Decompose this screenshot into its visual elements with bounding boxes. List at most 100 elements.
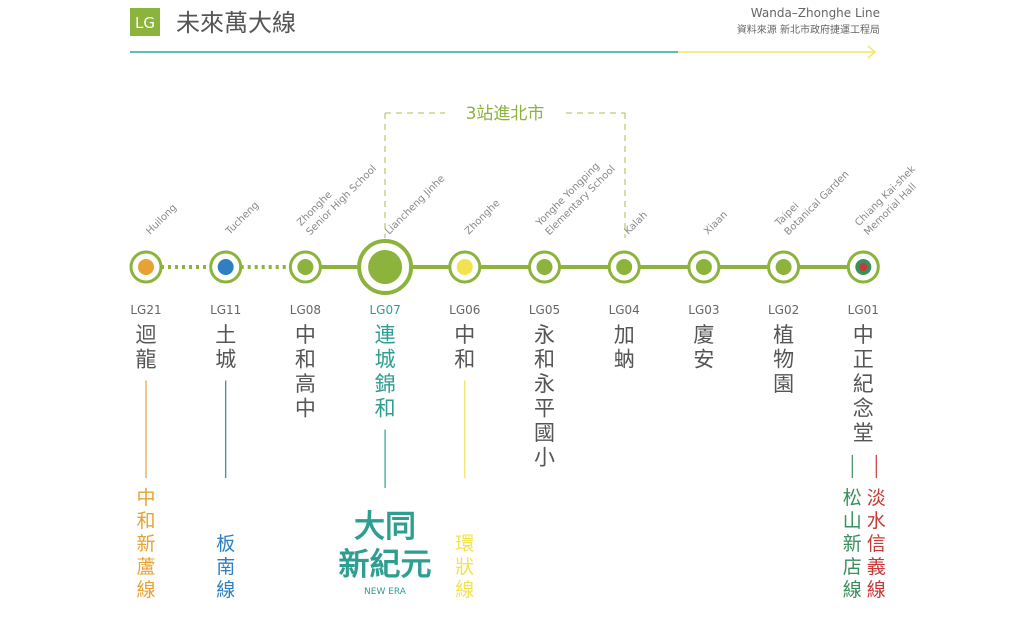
station-name-en: ZhongheSenior High School bbox=[295, 154, 379, 238]
station-dot bbox=[138, 259, 154, 275]
station-name-en-line: Xiaan bbox=[702, 209, 730, 237]
station-name-en: Liancheng Jinhe bbox=[383, 173, 447, 237]
station-name-en-line: Zhonghe bbox=[463, 198, 502, 237]
station-name-zh-char: 加 bbox=[614, 323, 635, 347]
station-name-zh-char: 物 bbox=[773, 348, 794, 372]
station-name-en: Kalah bbox=[623, 210, 650, 237]
station-name-zh-char: 念 bbox=[853, 397, 874, 421]
transfer-line-char: 線 bbox=[136, 579, 155, 601]
station-name-zh-char: 蚋 bbox=[614, 348, 635, 372]
page-title: 未來萬大線 bbox=[176, 9, 296, 37]
station-name-en: TaipeiBotanical Garden bbox=[773, 160, 852, 239]
station-code: LG06 bbox=[449, 303, 480, 317]
bracket-label: 3站進北市 bbox=[466, 104, 545, 124]
new-era-logo: 大同 新紀元 NEW ERA bbox=[339, 509, 432, 597]
transfer-line-char: 信 bbox=[867, 533, 886, 555]
station-name-zh-char: 土 bbox=[215, 323, 236, 347]
station-name-en: Tucheng bbox=[223, 200, 261, 238]
transfer-line-char: 蘆 bbox=[136, 556, 155, 578]
station-name-zh-char: 小 bbox=[534, 446, 555, 470]
station-name-zh-char: 高 bbox=[295, 372, 316, 396]
station-name-zh-char: 安 bbox=[693, 348, 714, 372]
station-name-en-line: Huilong bbox=[144, 202, 179, 237]
station-dot-inner bbox=[859, 263, 868, 271]
station-code: LG03 bbox=[688, 303, 719, 317]
station-name-zh-char: 堂 bbox=[853, 421, 874, 445]
station-name-zh-char: 城 bbox=[375, 348, 396, 372]
station-name-zh-char: 中 bbox=[853, 323, 874, 347]
transfer-line-char: 環 bbox=[455, 533, 474, 555]
transfer-line-char: 狀 bbox=[455, 556, 474, 578]
transfer-line-char: 義 bbox=[867, 556, 886, 578]
transfer-line-char: 水 bbox=[867, 510, 886, 532]
station-name-zh-char: 永 bbox=[534, 323, 555, 347]
transfer-line-char: 中 bbox=[136, 487, 155, 509]
station-name-en-line: Tucheng bbox=[223, 200, 261, 238]
transfer-line-char: 松 bbox=[843, 487, 862, 509]
station-name-zh-char: 和 bbox=[454, 348, 475, 372]
transfer-line-char: 店 bbox=[843, 556, 862, 578]
station-code: LG02 bbox=[768, 303, 799, 317]
logo-line-1: 大同 bbox=[354, 509, 416, 545]
transfer-line-char: 和 bbox=[136, 510, 155, 532]
station-name-en: Zhonghe bbox=[463, 198, 502, 237]
station-dot bbox=[616, 259, 633, 275]
transfer-line-char: 新 bbox=[136, 533, 155, 555]
station-code: LG04 bbox=[609, 303, 640, 317]
station-code: LG05 bbox=[529, 303, 560, 317]
line-badge-box bbox=[130, 8, 160, 36]
station-dot bbox=[456, 259, 473, 275]
transfer-line-char: 新 bbox=[843, 533, 862, 555]
station-name-zh-char: 中 bbox=[454, 323, 475, 347]
station-name-zh-char: 和 bbox=[295, 348, 316, 372]
station-dot bbox=[536, 259, 553, 275]
header-arrow-icon bbox=[867, 45, 877, 59]
transfer-line-char: 線 bbox=[216, 579, 235, 601]
transfer-line-char: 南 bbox=[216, 556, 235, 578]
logo-sub: NEW ERA bbox=[364, 587, 407, 597]
station-name-zh-char: 國 bbox=[534, 421, 555, 445]
station-name-en-line: Liancheng Jinhe bbox=[383, 173, 447, 237]
station-name-zh-char: 永 bbox=[534, 372, 555, 396]
station-list: HuilongLG21迴龍中和新蘆線TuchengLG11土城板南線Zhongh… bbox=[129, 154, 919, 601]
station-name-zh-char: 和 bbox=[375, 397, 396, 421]
station-code: LG11 bbox=[210, 303, 241, 317]
station-dot bbox=[695, 259, 712, 275]
transfer-line-char: 淡 bbox=[867, 487, 886, 509]
station-name-zh-char: 植 bbox=[773, 323, 794, 347]
station-name-zh-char: 平 bbox=[534, 397, 555, 421]
station-name-zh-char: 錦 bbox=[375, 372, 396, 396]
bracket: 3站進北市 bbox=[384, 104, 626, 238]
logo-line-2: 新紀元 bbox=[339, 547, 432, 583]
station-dot bbox=[217, 259, 234, 275]
line-badge-label: LG bbox=[135, 14, 155, 32]
station-name-zh-char: 連 bbox=[375, 323, 396, 347]
station-name-en: Huilong bbox=[144, 202, 179, 237]
station-name-zh-char: 和 bbox=[534, 348, 555, 372]
station-name-zh-char: 紀 bbox=[853, 372, 874, 396]
station-lg05: Yonghe YongpingElementary SchoolLG05永和永平… bbox=[528, 161, 618, 470]
data-source: 資料來源 新北市政府捷運工程局 bbox=[737, 23, 880, 36]
station-dot bbox=[775, 259, 792, 275]
header: LG 未來萬大線 Wanda–Zhonghe Line 資料來源 新北市政府捷運… bbox=[130, 6, 880, 59]
station-name-zh-char: 中 bbox=[295, 397, 316, 421]
transfer-line-char: 山 bbox=[843, 510, 862, 532]
transfer-line-char: 線 bbox=[867, 579, 886, 601]
station-name-zh-char: 園 bbox=[773, 372, 794, 396]
station-name-zh-char: 龍 bbox=[136, 348, 157, 372]
station-name-en: Xiaan bbox=[702, 209, 730, 237]
station-name-zh-char: 城 bbox=[215, 348, 236, 372]
station-name-zh-char: 廈 bbox=[693, 323, 714, 347]
transfer-line-char: 板 bbox=[216, 533, 235, 555]
